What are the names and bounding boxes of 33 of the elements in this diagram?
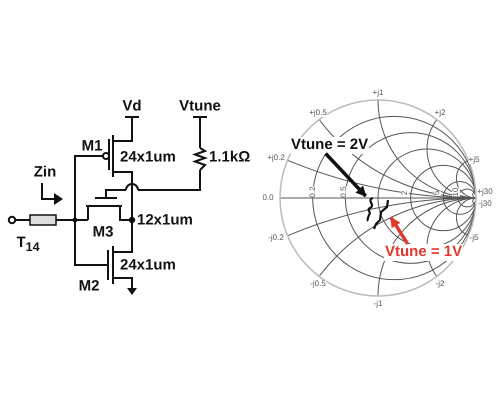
chart-tick-label: -j0.2 xyxy=(268,234,284,242)
component-label: Zin xyxy=(34,164,56,180)
component-label: M2 xyxy=(78,278,100,294)
component-label: M3 xyxy=(92,224,114,240)
chart-tick-label: 0.2 xyxy=(309,186,317,198)
chart-tick-label: -j30 xyxy=(478,200,492,208)
chart-tick-label: -j2 xyxy=(436,280,444,288)
chart-tick-label: -j5 xyxy=(470,234,478,242)
annotation-text: Vtune = 1V xyxy=(384,244,464,260)
component-label: 12x1um xyxy=(137,212,193,228)
chart-tick-label: 10 xyxy=(452,188,460,196)
component-label: Vd xyxy=(122,98,142,114)
chart-tick-label: 2 xyxy=(401,190,409,196)
impedance-curve xyxy=(372,199,391,230)
chart-tick-label: -j1 xyxy=(374,300,382,308)
chart-tick-label: +j30 xyxy=(477,188,493,196)
component-label: 24x1um xyxy=(120,258,176,272)
component-label: Vtune xyxy=(179,98,221,114)
chart-tick-label: +j5 xyxy=(468,156,480,164)
annotation-text: Vtune = 2V xyxy=(290,137,370,154)
arrow xyxy=(324,152,367,198)
component-label: T$_{14}$ xyxy=(16,234,40,254)
component-label: 1.1kΩ xyxy=(209,150,250,164)
component-label: 24x1um xyxy=(120,150,176,164)
chart-tick-label: +j0.5 xyxy=(309,109,327,117)
chart-tick-label: 5 xyxy=(433,190,441,196)
chart-tick-label: +j2 xyxy=(434,109,446,117)
chart-tick-label: 0.0 xyxy=(262,194,274,202)
chart-tick-label: +j0.2 xyxy=(267,154,285,162)
chart-tick-label: 0.5 xyxy=(340,186,348,198)
chart-tick-label: -j0.5 xyxy=(310,280,326,288)
component-label: M1 xyxy=(82,138,102,154)
chart-tick-label: +j1 xyxy=(372,89,384,97)
